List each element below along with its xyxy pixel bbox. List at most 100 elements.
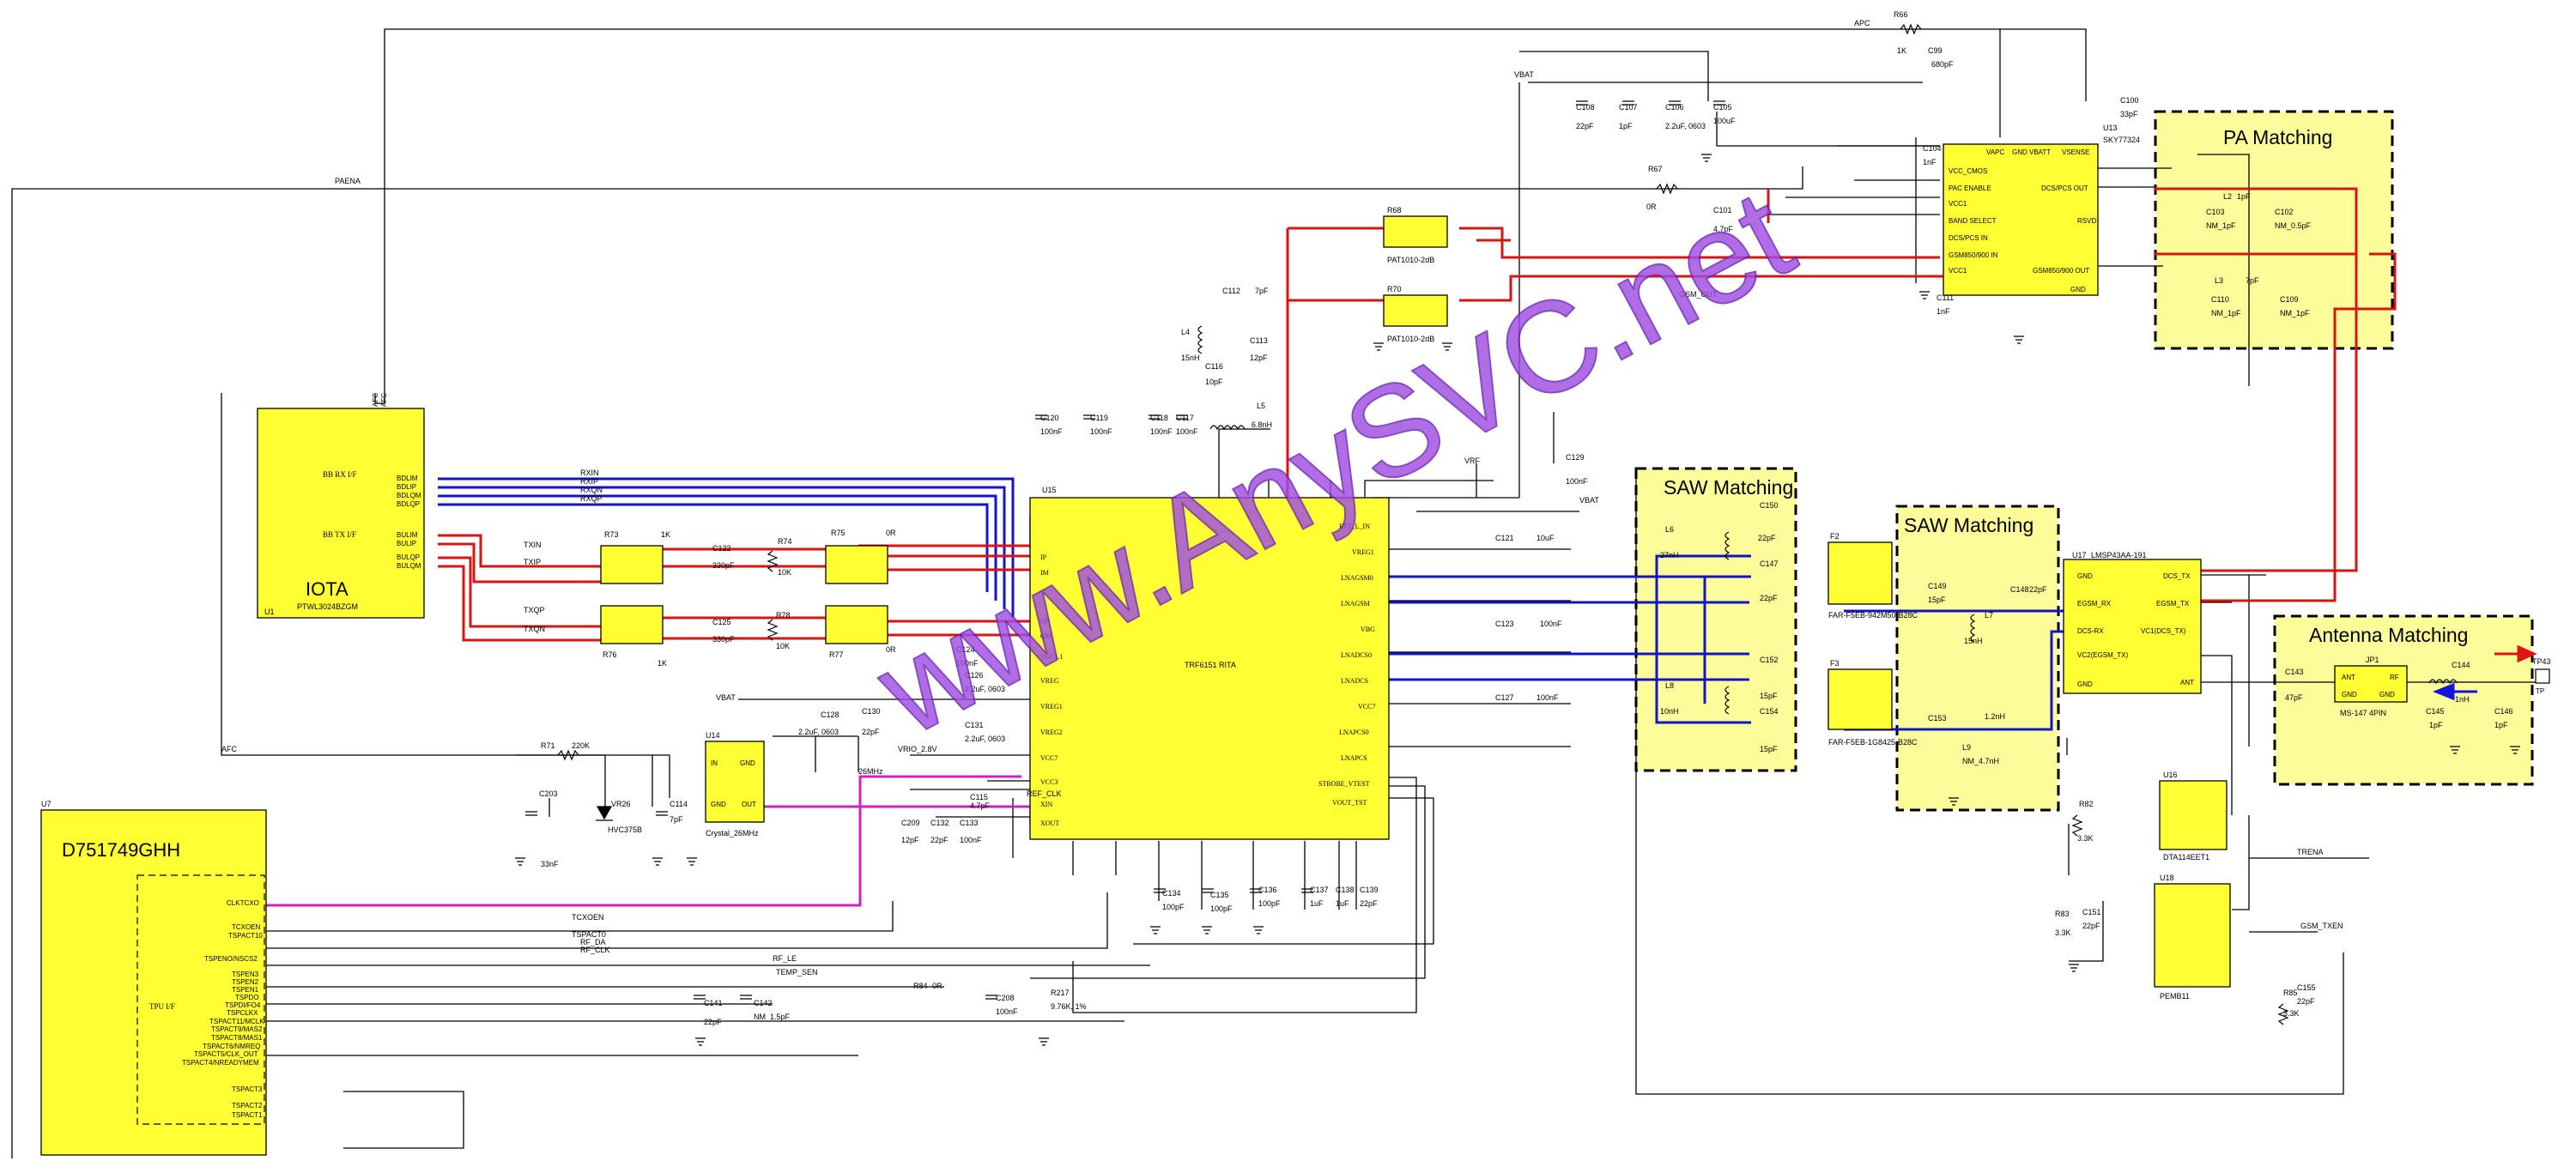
f2-part: FAR-F5EB-942M50-B28C: [1828, 611, 1918, 620]
net-paena: PAENA: [335, 177, 361, 185]
u16-part: DTA114EET1: [2163, 853, 2209, 862]
net-vbat: VBAT: [1514, 70, 1534, 79]
tx-arrow-red-icon: [2494, 644, 2537, 663]
blue-signal-wiring: [438, 477, 2112, 731]
component-value: 2.2uF, 0603: [1665, 122, 1706, 130]
component-value: 7pF: [670, 815, 683, 824]
component-ref: C129: [1566, 453, 1585, 462]
component-ref: R84: [913, 982, 928, 990]
jp1-connector: [2334, 665, 2408, 703]
f2-ref: F2: [1830, 532, 1840, 541]
component-ref: R67: [1648, 165, 1663, 173]
r68-ref: R68: [1387, 206, 1402, 215]
component-value: 2.2uF, 0603: [965, 685, 1005, 693]
ground-icon: [1919, 291, 1930, 299]
component-value: 100nF: [1176, 427, 1198, 436]
ground-icon: [1039, 1037, 1049, 1046]
u13-pa-chip: [1943, 143, 2099, 296]
u13-ref: U13: [2103, 124, 2118, 132]
component-ref: L6: [1665, 525, 1674, 534]
component-value: NM_4.7nH: [1962, 757, 1999, 765]
u13-part: SKY77324: [2103, 136, 2140, 144]
iota-chip: [257, 408, 425, 619]
component-ref: C149: [1928, 582, 1947, 590]
component-value: 100uF: [1713, 117, 1736, 125]
d751749-pin: TSPACT4/NREADYMEM: [182, 1059, 259, 1067]
u17-pin: DCS_TX: [2163, 572, 2191, 580]
component-ref: C127: [1495, 693, 1514, 702]
component-ref: C147: [1760, 559, 1779, 568]
ground-icon: [2450, 746, 2460, 754]
inductor-icon: [1209, 425, 1246, 431]
rita-left-pins: IP IM QP QM VCC1.1 VREG VREG1 VREG2 VCC7…: [1040, 553, 1063, 827]
component-value: 1pF: [2494, 721, 2508, 729]
u14-in: IN: [711, 759, 718, 767]
iota-rx-pin: BDLQP: [397, 500, 420, 508]
u14-gnd: GND: [711, 801, 726, 808]
r70-attenuator: [1383, 294, 1448, 327]
component-ref: C104: [1923, 144, 1942, 153]
component-value: 0R: [1646, 203, 1657, 211]
tp43-testpoint: [2535, 668, 2550, 684]
u17-pin: VC1(DCS_TX): [2141, 627, 2186, 635]
component-ref: C143: [2285, 668, 2304, 676]
component-value: 3.3K: [2283, 1009, 2300, 1018]
u13-pins: VCC_CMOS PAC ENABLE VCC1 BAND SELECT DCS…: [1949, 148, 2096, 293]
component-ref: C118: [1150, 414, 1168, 422]
u17-pin: ANT: [2180, 679, 2194, 686]
component-ref: L3: [2215, 276, 2223, 285]
component-ref: C117: [1176, 414, 1194, 422]
component-value: 680pF: [1931, 60, 1954, 69]
u14-out: OUT: [742, 801, 756, 808]
rita-pin: RFT_L_IN: [1339, 523, 1370, 530]
ground-icon: [1949, 797, 1959, 806]
d751749-pin: TSPEN3: [232, 970, 259, 978]
component-ref: C101: [1713, 206, 1732, 215]
component-value: 12pF: [1250, 354, 1268, 362]
rita-pin: VREG1: [1040, 703, 1063, 710]
component-value: 2.2uF, 0603: [965, 735, 1005, 743]
d751749-pin: TSPACT3: [232, 1085, 263, 1093]
u13-pin: GND: [2012, 148, 2027, 156]
component-value: 100nF: [1040, 427, 1063, 436]
component-ref: C139: [1360, 886, 1379, 894]
component-ref: C102: [2275, 208, 2294, 216]
iota-rx-pin: BDLIM: [397, 475, 418, 482]
u17-label: U17: [2072, 551, 2087, 559]
component-ref: L7: [1985, 611, 1993, 620]
d751749-pin: TSPDI/FO4: [225, 1001, 261, 1009]
rita-pin: IM: [1040, 569, 1049, 577]
u18-transistor: [2154, 883, 2231, 988]
d751749-pin: TSPEN1: [232, 986, 259, 994]
d751749-pin: TSPEN2: [232, 978, 259, 986]
component-value: 100pF: [1210, 904, 1233, 913]
jp1-ant: ANT: [2342, 674, 2355, 681]
component-value: 100nF: [996, 1007, 1018, 1016]
component-value: 10K: [776, 642, 790, 650]
component-ref: C111: [1937, 293, 1954, 302]
jp1-ref: JP1: [2366, 656, 2379, 664]
net-trena: TRENA: [2297, 848, 2324, 856]
net-vrf: VRF: [1464, 457, 1481, 465]
component-value: 1uF: [1336, 899, 1349, 908]
capacitor-glyphs: [525, 100, 1725, 1000]
u13-pin: DCS/PCS IN: [1949, 234, 1988, 242]
component-ref: R78: [776, 611, 791, 620]
component-ref: C146: [2494, 707, 2513, 716]
f3-ref: F3: [1830, 659, 1840, 668]
resistor-glyphs: [557, 23, 2289, 1025]
net-26mhz: 26MHz: [858, 767, 883, 776]
rita-pin: STROBE_VTEST: [1318, 780, 1370, 788]
rita-pin: LNAPCS0: [1339, 729, 1369, 736]
component-ref: C142: [754, 999, 773, 1007]
r70-ref: R70: [1387, 285, 1402, 293]
component-value: 1K: [661, 530, 670, 539]
component-value: 15pF: [1928, 596, 1946, 604]
tp43-pin: TP: [2536, 687, 2544, 695]
component-ref: R82: [2079, 800, 2094, 808]
component-value: NM_1pF: [2280, 309, 2310, 317]
iota-tx-pin: BULQP: [397, 553, 420, 561]
rita-pin: IP: [1040, 553, 1047, 561]
u17-pins: GND EGSM_RX DCS-RX VC2(EGSM_TX) GND DCS_…: [2077, 572, 2194, 688]
component-value: 10nH: [1660, 707, 1679, 716]
